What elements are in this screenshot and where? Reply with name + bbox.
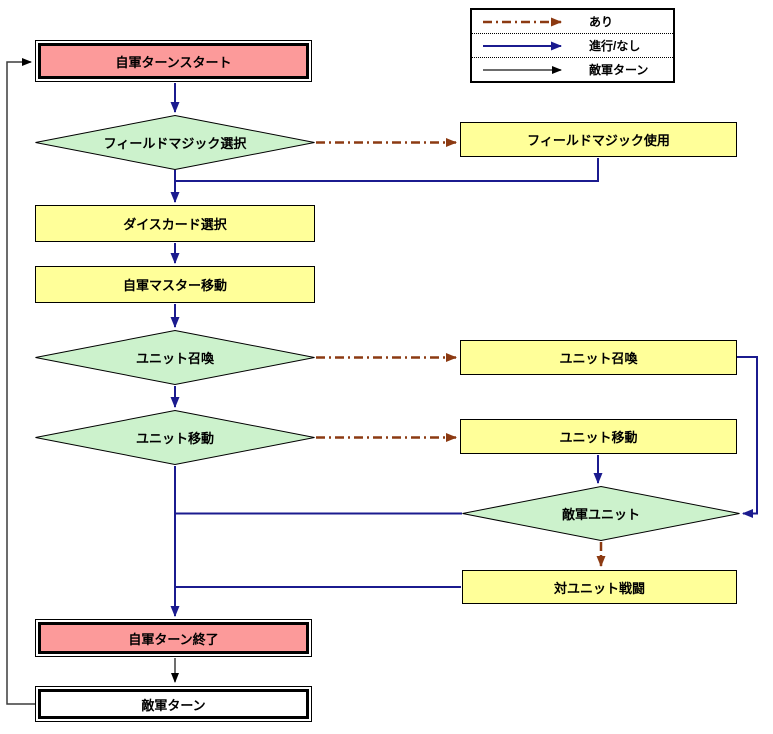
node-decision-field-magic-label: フィールドマジック選択	[103, 136, 247, 151]
node-unit-summon-label: ユニット召喚	[559, 351, 638, 366]
node-dice-card-select-label: ダイスカード選択	[123, 217, 227, 232]
flow-unit-summon-to-enemy-unit	[737, 356, 758, 518]
node-decision-field-magic: フィールドマジック選択	[35, 115, 315, 170]
flow-enemy-turn-loop-to-start	[6, 58, 35, 705]
node-decision-unit-summon-label: ユニット召喚	[135, 351, 214, 366]
node-enemy-turn: 敵軍ターン	[35, 686, 312, 722]
node-decision-enemy-unit: 敵軍ユニット	[462, 486, 740, 541]
node-start: 自軍ターンスタート	[35, 40, 312, 82]
node-unit-move-label: ユニット移動	[559, 430, 638, 445]
node-unit-battle-label: 対ユニット戦闘	[553, 580, 645, 596]
node-turn-end: 自軍ターン終了	[35, 619, 312, 657]
solid-arrow-icon	[483, 41, 562, 50]
node-enemy-turn-label: 敵軍ターン	[141, 697, 206, 713]
node-turn-end-label: 自軍ターン終了	[128, 631, 219, 647]
node-unit-move: ユニット移動	[460, 419, 737, 454]
legend-item-enemy-turn: 敵軍ターン	[472, 57, 673, 81]
diamond-shape	[35, 115, 315, 170]
legend-label: 進行/なし	[589, 39, 641, 53]
node-decision-unit-move-label: ユニット移動	[135, 431, 214, 446]
legend-item-exists: あり	[472, 10, 673, 33]
flow-field-magic-use-return	[176, 158, 599, 182]
node-dice-card-select: ダイスカード選択	[35, 205, 315, 242]
dashdot-arrow-icon	[483, 17, 562, 26]
thin-arrow-icon	[483, 65, 562, 74]
node-field-magic-use: フィールドマジック使用	[460, 122, 737, 157]
node-decision-unit-summon: ユニット召喚	[35, 330, 315, 385]
diamond-shape	[35, 330, 315, 385]
legend: あり 進行/なし 敵軍ターン	[470, 8, 675, 83]
node-decision-unit-move: ユニット移動	[35, 410, 315, 465]
legend-label: あり	[589, 15, 614, 29]
node-unit-summon: ユニット召喚	[460, 340, 737, 375]
node-unit-battle: 対ユニット戦闘	[462, 570, 737, 604]
legend-item-proceed-no: 進行/なし	[472, 33, 673, 57]
node-master-move: 自軍マスター移動	[35, 266, 315, 303]
node-master-move-label: 自軍マスター移動	[122, 278, 227, 293]
diamond-shape	[35, 410, 315, 465]
node-field-magic-use-label: フィールドマジック使用	[527, 133, 670, 148]
node-start-label: 自軍ターンスタート	[115, 54, 232, 70]
legend-label: 敵軍ターン	[589, 63, 649, 77]
node-decision-enemy-unit-label: 敵軍ユニット	[561, 507, 640, 522]
diamond-shape	[462, 486, 740, 541]
